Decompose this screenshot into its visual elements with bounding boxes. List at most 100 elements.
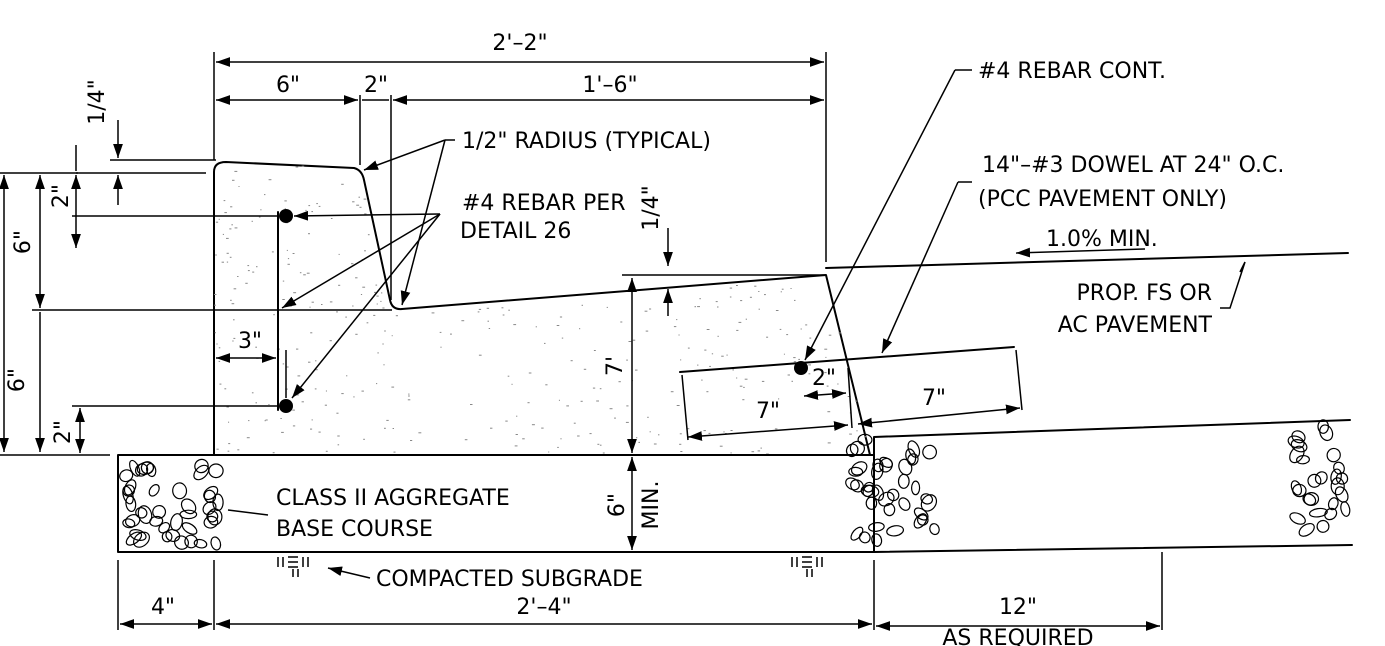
aggregate-pebble <box>887 488 900 502</box>
concrete-speck <box>214 304 216 306</box>
concrete-speck <box>247 270 250 272</box>
dimension-labels: 2'–2" 6" 2" 1'–6" 1/4" 2" 6" 6" 2" 3" 1/… <box>5 31 1094 646</box>
aggregate-pebble <box>1316 519 1330 533</box>
aggregate-pebble <box>1324 507 1338 521</box>
aggregate-pebble <box>886 525 905 537</box>
concrete-speck <box>238 186 240 187</box>
concrete-speck <box>715 301 718 303</box>
concrete-speck <box>744 378 748 380</box>
callout-labels: 1/2" RADIUS (TYPICAL) #4 REBAR PER DETAI… <box>276 59 1284 592</box>
concrete-speck <box>337 444 340 446</box>
aggregate-pebble <box>1327 497 1339 511</box>
concrete-speck <box>791 380 793 382</box>
concrete-speck <box>234 170 238 172</box>
aggregate-base <box>117 419 1353 553</box>
aggregate-pebble <box>148 484 160 497</box>
concrete-speck <box>351 263 354 265</box>
concrete-section <box>213 161 871 456</box>
concrete-speck <box>418 432 422 434</box>
concrete-speck <box>375 284 378 286</box>
concrete-speck <box>391 386 395 388</box>
concrete-speck <box>358 196 360 198</box>
aggregate-pebble <box>1333 461 1345 475</box>
aggregate-pebble <box>1319 424 1334 442</box>
concrete-speck <box>647 416 649 418</box>
dim-overall-top: 2'–2" <box>492 31 547 56</box>
callout-pavement-line1: PROP. FS OR <box>1076 281 1212 306</box>
concrete-speck <box>760 447 762 449</box>
concrete-speck <box>355 277 358 279</box>
concrete-speck <box>606 306 608 308</box>
concrete-speck <box>310 428 313 430</box>
aggregate-pebble <box>122 485 134 505</box>
aggregate-pebble <box>149 515 164 527</box>
aggregate-pebble <box>1317 419 1330 434</box>
concrete-speck <box>758 308 760 310</box>
aggregate-pebble <box>1330 468 1342 485</box>
concrete-speck <box>758 291 760 292</box>
dim-right-quarter: 1/4" <box>639 185 664 231</box>
concrete-speck <box>800 328 802 330</box>
concrete-speck <box>231 224 233 226</box>
concrete-speck <box>597 443 600 445</box>
concrete-speck <box>268 179 272 181</box>
concrete-speck <box>364 250 366 252</box>
concrete-speck <box>311 301 314 303</box>
concrete-speck <box>507 375 510 377</box>
concrete-speck <box>228 421 230 423</box>
aggregate-pebble <box>203 485 219 501</box>
concrete-speck <box>824 348 828 350</box>
concrete-speck <box>292 425 296 427</box>
concrete-speck <box>593 350 596 351</box>
callout-dowel-line2: (PCC PAVEMENT ONLY) <box>978 187 1227 212</box>
concrete-speck <box>673 326 677 328</box>
aggregate-pebble <box>1308 507 1328 518</box>
dim-bottom-2-4: 2'–4" <box>516 595 571 620</box>
concrete-speck <box>729 296 732 298</box>
concrete-speck <box>558 399 560 401</box>
aggregate-pebble <box>863 481 875 493</box>
aggregate-pebble <box>898 497 911 511</box>
aggregate-pebble <box>172 482 188 500</box>
concrete-speck <box>306 272 310 274</box>
concrete-speck <box>384 427 386 429</box>
concrete-speck <box>625 421 629 423</box>
aggregate-pebble <box>1291 430 1306 444</box>
concrete-speck <box>376 295 379 297</box>
concrete-speck <box>311 211 313 213</box>
dim-6-top: 6" <box>276 73 300 98</box>
concrete-speck <box>680 451 683 452</box>
aggregate-pebble <box>129 529 147 541</box>
concrete-speck <box>464 439 468 441</box>
aggregate-pebble <box>871 462 884 480</box>
pavement-surface <box>825 252 1349 269</box>
concrete-speck <box>377 352 379 354</box>
concrete-speck <box>315 369 318 371</box>
concrete-speck <box>245 282 248 284</box>
concrete-speck <box>308 361 311 363</box>
dowel-bar <box>679 346 1015 373</box>
concrete-speck <box>373 314 376 316</box>
concrete-speck <box>230 206 233 208</box>
concrete-speck <box>284 208 286 210</box>
concrete-speck <box>255 346 257 348</box>
aggregate-pebble <box>165 528 181 543</box>
concrete-speck <box>589 433 592 435</box>
aggregate-pebble <box>1326 447 1341 463</box>
concrete-speck <box>268 404 270 405</box>
aggregate-pebble <box>1340 501 1351 517</box>
concrete-speck <box>697 306 700 308</box>
concrete-speck <box>704 349 707 351</box>
concrete-speck <box>237 276 239 277</box>
concrete-speck <box>658 434 660 436</box>
concrete-speck <box>329 301 333 303</box>
concrete-speck <box>761 380 765 382</box>
dim-3-inch: 3" <box>238 329 262 354</box>
concrete-speck <box>381 292 383 294</box>
aggregate-pebble <box>203 515 219 529</box>
concrete-speck <box>286 249 288 251</box>
callout-dowel-line1: 14"–#3 DOWEL AT 24" O.C. <box>982 153 1284 178</box>
base-extension <box>873 419 1353 553</box>
aggregate-pebble <box>883 503 896 517</box>
